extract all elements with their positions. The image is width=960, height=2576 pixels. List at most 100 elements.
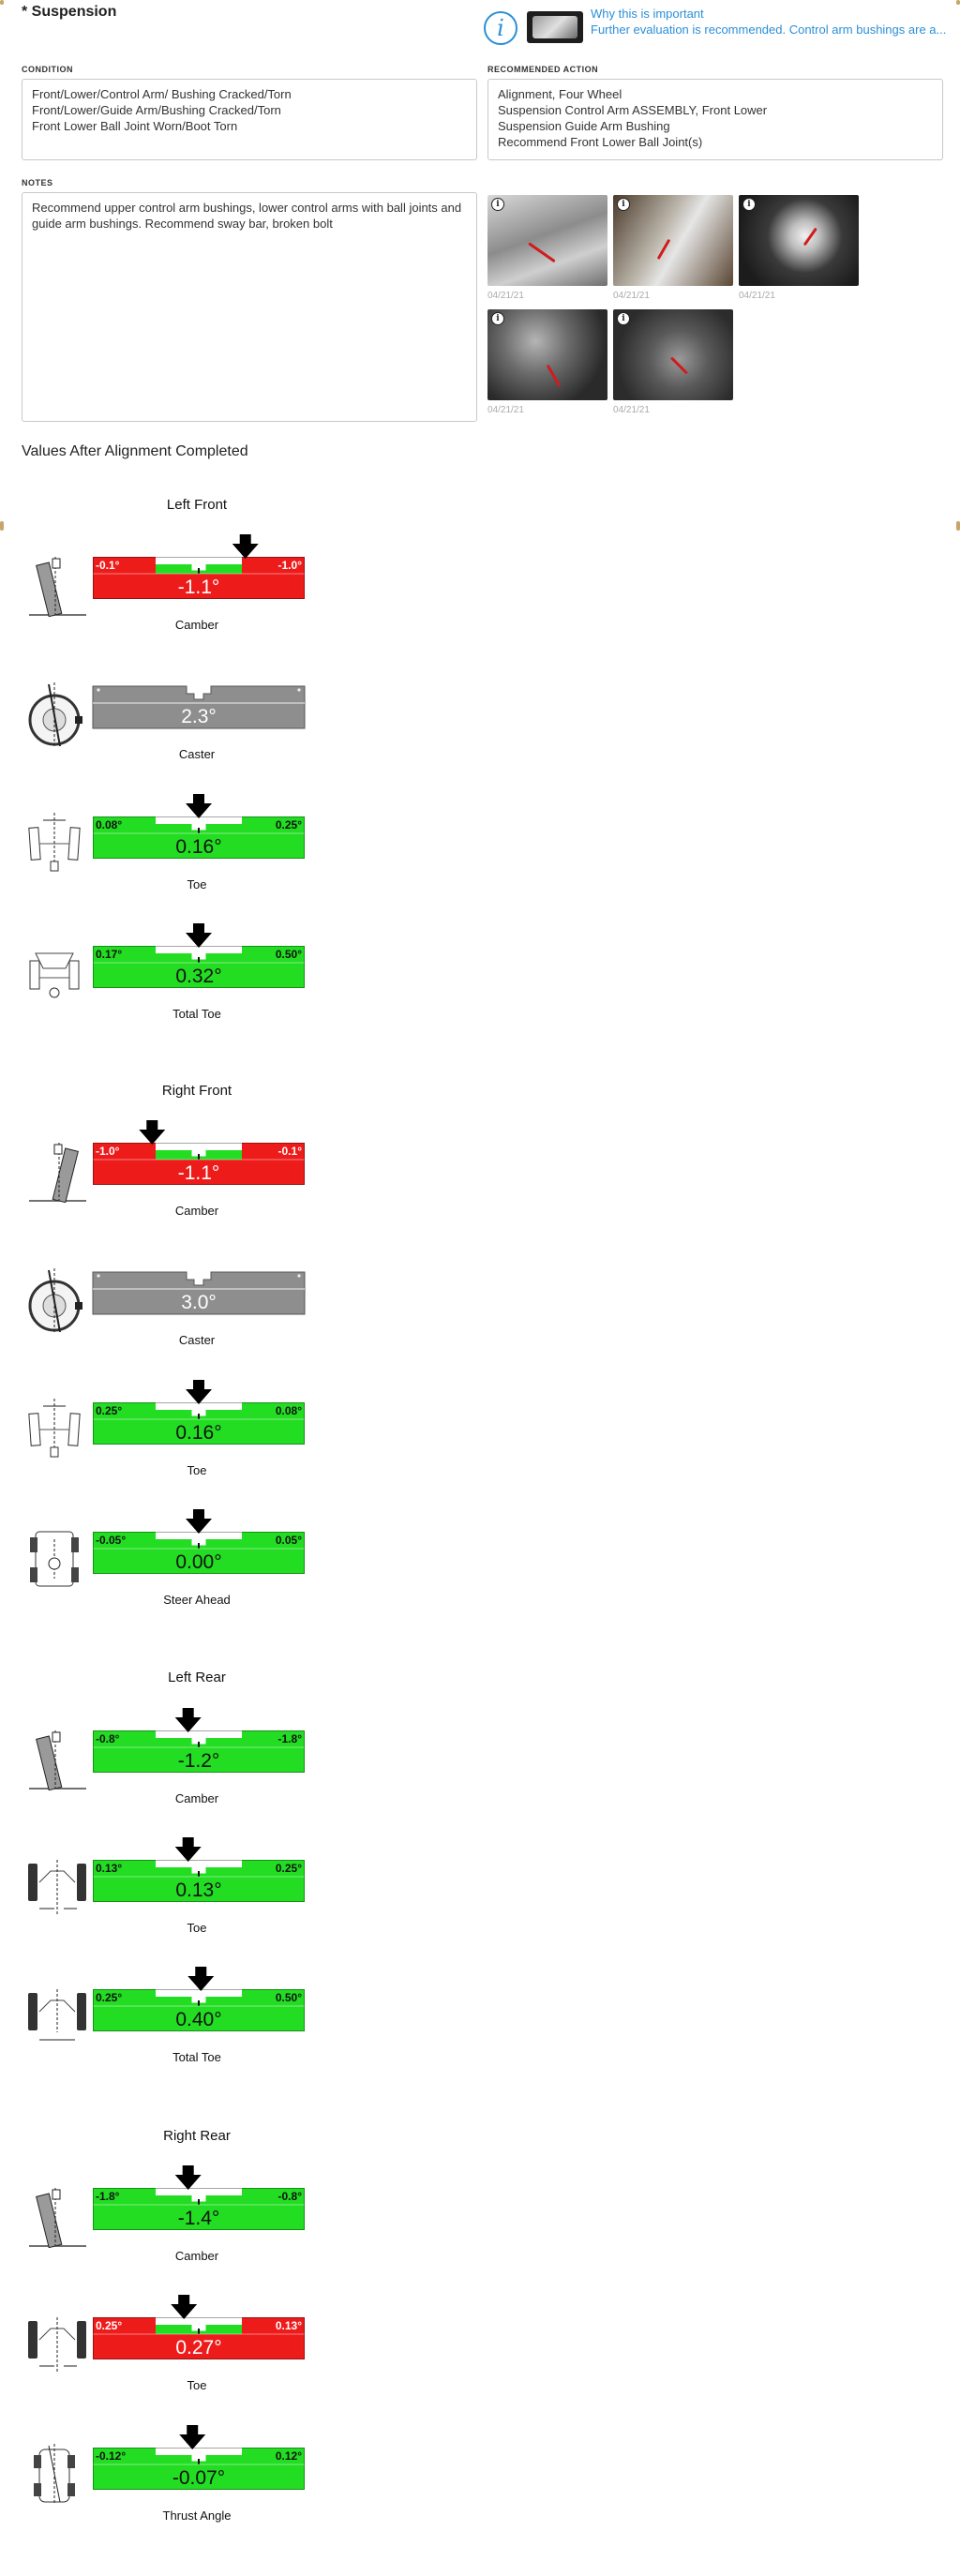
gauge-min-label: 0.25° [96,1404,122,1417]
recommended-line: Suspension Control Arm ASSEMBLY, Front L… [498,103,768,117]
condition-line: Front/Lower/Control Arm/ Bushing Cracked… [32,87,292,101]
photo-info-icon[interactable]: i [491,312,504,325]
inspection-photo[interactable]: i [613,195,733,286]
info-video-thumbnail[interactable] [527,11,583,43]
total-toe-rear-icon [26,1984,88,2049]
info-icon[interactable]: i [484,11,518,45]
gauge-value-band [93,1419,305,1445]
alignment-gauge: 0.25°0.50°0.40° [93,1967,305,2032]
photo-info-icon[interactable]: i [491,198,504,211]
photo-date: 04/21/21 [488,291,524,301]
measurement-label: Total Toe [172,2050,221,2064]
gauge-pointer-arrow [174,1837,202,1862]
photo-info-icon[interactable]: i [617,312,630,325]
alignment-gauge: 0.17°0.50°0.32° [93,923,305,989]
measurement-label: Caster [178,747,216,761]
photo-date: 04/21/21 [613,291,650,301]
gauge-min-label: -0.8° [96,1732,120,1745]
photo-marker [546,364,562,387]
gauge-min-label: 0.13° [96,1862,122,1875]
gauge-center-tick [198,2459,200,2464]
camber-left-icon [26,2182,88,2249]
alignment-gauge: -0.8°-1.8°-1.2° [93,1708,305,1774]
gauge-center-tick [198,1543,200,1549]
values-title: Values After Alignment Completed [22,443,248,459]
gauge-min-label: 0.08° [96,818,122,831]
wheel-group-title: Right Rear [163,2128,231,2144]
gauge-pointer-arrow [188,1967,215,1991]
photo-marker [802,227,818,247]
gauge-center-band [156,1549,242,1574]
alignment-measurement: -0.8°-1.8°-1.2°Camber [26,1708,308,1807]
toe-front-icon [26,811,88,876]
why-important-link[interactable]: Why this is important [591,7,704,21]
gauge-value-band [93,963,305,988]
camber-left-icon [26,1725,88,1791]
alignment-gauge: 0.25°0.08°0.16° [93,1380,305,1445]
gauge-pointer-arrow [139,1120,166,1145]
thrust-angle-icon [26,2442,88,2508]
gauge-frame [93,2317,305,2359]
gauge-pointer-arrow [186,923,212,948]
gauge-max-label: 0.13° [276,2319,302,2332]
alignment-gauge: 0.25°0.13°0.27° [93,2295,305,2360]
gauge-center-tick [198,1154,200,1160]
gauge-center-band [156,574,242,599]
gauge-dot [97,1274,100,1278]
wheel-group-title: Left Front [166,497,228,513]
notes-text: Recommend upper control arm bushings, lo… [32,201,462,231]
notes-box[interactable]: Recommend upper control arm bushings, lo… [22,192,477,422]
measurement-label: Thrust Angle [162,2509,232,2523]
gauge-dot [297,1274,301,1278]
measurement-label: Camber [174,1791,219,1805]
gauge-center-tick [198,957,200,963]
wheel-group-title: Right Front [161,1083,232,1099]
info-description: Further evaluation is recommended. Contr… [591,22,947,37]
gauge-pointer-arrow [232,534,259,559]
measurement-label: Camber [174,2249,219,2263]
gauge-value: -0.07° [172,2467,225,2489]
alignment-gauge-graphic: 0.25°0.50°0.40° [93,1967,305,2031]
alignment-measurement: 3.0°Caster [26,1250,308,1349]
gauge-center-tick [198,828,200,833]
gauge-center-tick [198,568,200,574]
alignment-gauge-graphic: 3.0° [92,1271,306,1315]
gauge-pointer-arrow [186,794,212,818]
inspection-photo[interactable]: i [488,309,608,400]
condition-label: CONDITION [22,65,73,74]
gauge-frame [93,1860,305,1902]
inspection-photo[interactable]: i [613,309,733,400]
alignment-gauge-graphic: 0.17°0.50°0.32° [93,923,305,988]
camber-left-icon [26,551,88,618]
gauge-value: 0.27° [175,2337,221,2359]
gauge-min-label: -0.05° [96,1534,126,1547]
inspection-photo[interactable]: i [488,195,608,286]
recommended-line: Recommend Front Lower Ball Joint(s) [498,135,703,149]
gauge-max-label: 0.25° [276,818,302,831]
gauge-min-label: 0.25° [96,1991,122,2004]
gauge-value: 0.16° [175,1422,221,1444]
gauge-max-label: -1.8° [278,1732,303,1745]
measurement-label: Camber [174,1204,219,1218]
gauge-center-tick [198,2329,200,2334]
condition-line: Front/Lower/Guide Arm/Bushing Cracked/To… [32,103,281,117]
photo-info-icon[interactable]: i [742,198,756,211]
alignment-measurement: -0.05°0.05°0.00°Steer Ahead [26,1509,308,1609]
gauge-center-band [156,1419,242,1445]
gauge-value-band [93,1549,305,1574]
importance-info-panel[interactable]: i Why this is important Further evaluati… [484,6,952,56]
photo-info-icon[interactable]: i [617,198,630,211]
gauge-center-band [156,2205,242,2230]
alignment-gauge: 0.08°0.25°0.16° [93,794,305,860]
gauge-max-label: -1.0° [278,559,303,572]
alignment-gauge-graphic: 0.25°0.08°0.16° [93,1380,305,1445]
alignment-measurement: 0.25°0.13°0.27°Toe [26,2295,308,2394]
gauge-frame [93,1989,305,2031]
photo-marker [669,356,689,375]
inspection-photo[interactable]: i [739,195,859,286]
recommended-action-box: Alignment, Four Wheel Suspension Control… [488,79,943,160]
info-text[interactable]: Why this is important Further evaluation… [591,6,947,37]
gauge-min-label: -1.0° [96,1145,120,1158]
gauge-center-tick [198,1414,200,1419]
steer-ahead-icon [26,1526,88,1592]
